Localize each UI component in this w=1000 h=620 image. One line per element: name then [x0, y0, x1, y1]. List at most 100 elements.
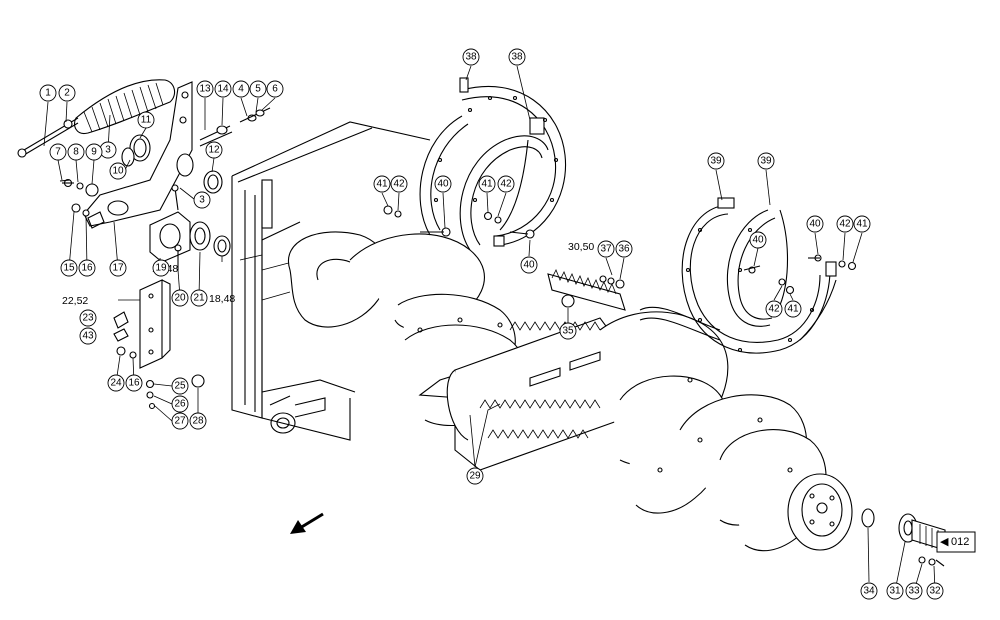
svg-text:41: 41: [856, 219, 868, 230]
reference-box-012: ◀ 012: [936, 531, 976, 553]
callout-19: 19: [152, 259, 170, 277]
callout-38a: 38: [462, 48, 480, 66]
svg-text:40: 40: [523, 260, 535, 271]
reference-text: 012: [951, 536, 969, 548]
svg-text:36: 36: [618, 244, 630, 255]
svg-text:33: 33: [908, 586, 920, 597]
direction-arrow: [290, 512, 324, 534]
svg-text:42: 42: [500, 179, 512, 190]
callout-40c: 40: [749, 231, 767, 249]
stub-shaft: [861, 508, 946, 567]
callout-39a: 39: [707, 152, 725, 170]
svg-text:41: 41: [481, 179, 493, 190]
scraper-bar: [547, 269, 626, 311]
callout-21: 21: [190, 289, 208, 307]
callout-25: 25: [171, 377, 189, 395]
left-fasteners: [59, 178, 99, 217]
svg-text:31: 31: [889, 586, 901, 597]
svg-text:20: 20: [174, 293, 186, 304]
svg-text:38: 38: [511, 52, 523, 63]
reference-arrow: ◀: [940, 536, 949, 548]
svg-text:19: 19: [155, 263, 167, 274]
callout-35: 35: [559, 322, 577, 340]
callout-5: 5: [249, 80, 267, 98]
callout-23: 23: [79, 309, 97, 327]
callout-43: 43: [79, 327, 97, 345]
callout-24: 24: [107, 374, 125, 392]
bearing-assembly: [121, 107, 271, 270]
callout-33: 33: [905, 582, 923, 600]
svg-text:9: 9: [91, 147, 97, 158]
svg-text:39: 39: [710, 156, 722, 167]
callout-17: 17: [109, 259, 127, 277]
label-22-52: 22,52: [62, 295, 88, 307]
callout-42c: 42: [765, 300, 783, 318]
callout-3: 3: [99, 141, 117, 159]
callout-15: 15: [60, 259, 78, 277]
callout-31: 31: [886, 582, 904, 600]
svg-text:26: 26: [174, 399, 186, 410]
callout-34: 34: [860, 582, 878, 600]
leader-lines: [43, 65, 936, 592]
svg-text:43: 43: [82, 331, 94, 342]
svg-text:12: 12: [208, 145, 220, 156]
tension-spring: [17, 79, 176, 158]
svg-text:41: 41: [376, 179, 388, 190]
callout-4: 4: [232, 80, 250, 98]
svg-text:16: 16: [128, 378, 140, 389]
callout-7: 7: [49, 143, 67, 161]
callout-40d: 40: [806, 215, 824, 233]
callout-40a: 40: [434, 175, 452, 193]
callout-13: 13: [196, 80, 214, 98]
svg-text:38: 38: [465, 52, 477, 63]
callout-42a: 42: [390, 175, 408, 193]
svg-text:8: 8: [73, 147, 79, 158]
callout-28: 28: [189, 412, 207, 430]
callout-16b: 16: [125, 374, 143, 392]
callout-10: 10: [109, 162, 127, 180]
svg-text:37: 37: [600, 244, 612, 255]
svg-text:2: 2: [64, 88, 70, 99]
svg-text:41: 41: [787, 304, 799, 315]
auger: [287, 231, 853, 552]
svg-text:21: 21: [193, 293, 205, 304]
spiral-strip-right: [639, 197, 857, 354]
callout-11: 11: [137, 111, 155, 129]
callout-42b: 42: [497, 175, 515, 193]
spiral-strip-upper: [383, 77, 567, 251]
callout-39b: 39: [757, 152, 775, 170]
svg-text:25: 25: [174, 381, 186, 392]
callout-14: 14: [214, 80, 232, 98]
svg-text:42: 42: [839, 219, 851, 230]
callout-41c: 41: [853, 215, 871, 233]
svg-text:15: 15: [63, 263, 75, 274]
callout-27: 27: [171, 412, 189, 430]
svg-text:3: 3: [105, 145, 111, 156]
svg-text:17: 17: [112, 263, 124, 274]
auger-housing: [231, 121, 431, 441]
svg-text:24: 24: [110, 378, 122, 389]
svg-text:40: 40: [437, 179, 449, 190]
side-plate: [113, 279, 205, 410]
svg-text:6: 6: [272, 84, 278, 95]
svg-text:1: 1: [45, 88, 51, 99]
callout-37: 37: [597, 240, 615, 258]
label-18-48-b: 18,48: [209, 293, 235, 305]
callout-26: 26: [171, 395, 189, 413]
svg-text:16: 16: [81, 263, 93, 274]
callout-32: 32: [926, 582, 944, 600]
svg-text:39: 39: [760, 156, 772, 167]
svg-text:42: 42: [768, 304, 780, 315]
svg-text:42: 42: [393, 179, 405, 190]
callout-29: 29: [466, 467, 484, 485]
callout-40b: 40: [520, 256, 538, 274]
callout-3b: 3: [193, 191, 211, 209]
svg-text:11: 11: [141, 115, 152, 126]
svg-text:34: 34: [863, 586, 875, 597]
svg-text:35: 35: [562, 326, 574, 337]
svg-text:4: 4: [238, 84, 244, 95]
callout-1: 1: [39, 84, 57, 102]
svg-text:40: 40: [752, 235, 764, 246]
callout-41b: 41: [784, 300, 802, 318]
